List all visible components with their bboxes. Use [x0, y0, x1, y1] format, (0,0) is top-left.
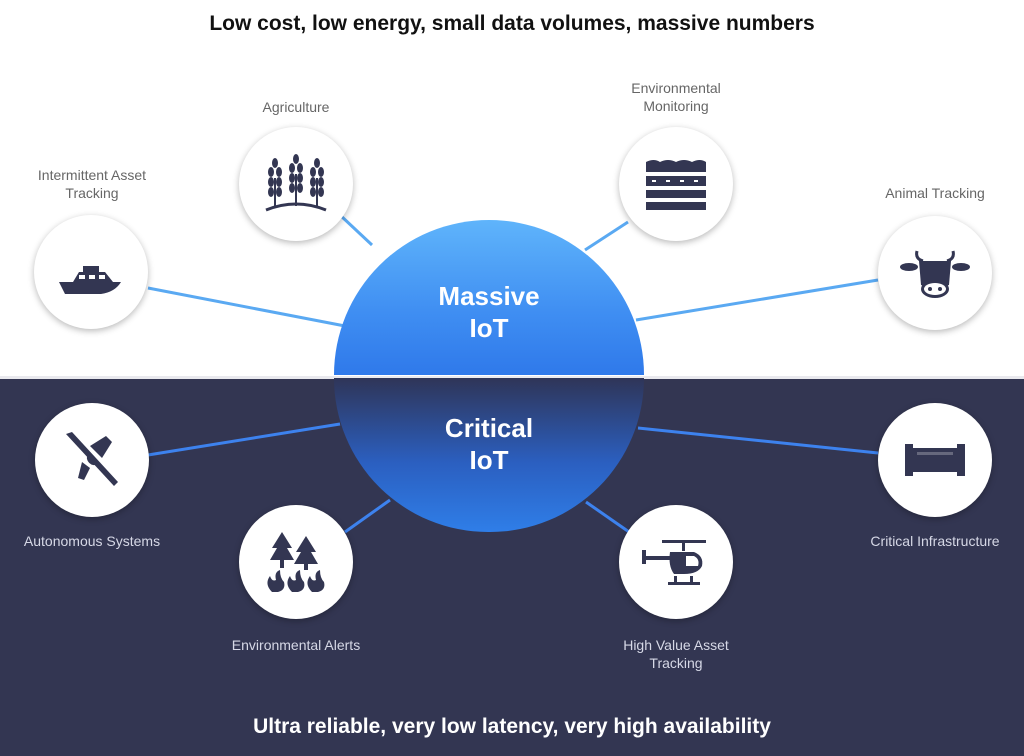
node-agriculture	[239, 127, 353, 241]
node-label-agriculture: Agriculture	[262, 99, 330, 115]
connector-agriculture	[338, 213, 374, 247]
connector-environmental	[584, 220, 629, 252]
wheat-icon	[265, 154, 327, 212]
pipe-icon	[905, 444, 965, 476]
connector-animal	[635, 278, 879, 322]
node-animal-tracking	[878, 216, 992, 330]
boat-icon	[59, 266, 121, 294]
node-label-animal-tracking: Animal Tracking	[885, 185, 985, 201]
massive-iot-tagline: Low cost, low energy, small data volumes…	[209, 12, 815, 35]
node-environmental-monitoring	[619, 127, 733, 241]
soil-layers-icon	[646, 160, 706, 210]
cow-icon	[900, 250, 970, 298]
node-label-autonomous-systems: Autonomous Systems	[23, 533, 161, 549]
node-critical-infrastructure	[878, 403, 992, 517]
node-high-value-asset-tracking	[619, 505, 733, 619]
connector-infrastructure	[637, 426, 879, 455]
section-divider	[0, 376, 1024, 379]
connector-helicopter	[585, 500, 633, 536]
drone-icon	[66, 432, 118, 486]
connector-boat	[147, 286, 346, 328]
node-autonomous-systems	[35, 403, 149, 517]
connector-drone	[147, 422, 341, 457]
forest-fire-icon	[267, 532, 325, 592]
critical-iot-label: Critical IoT	[444, 413, 534, 475]
massive-iot-label: Massive IoT	[438, 281, 540, 343]
node-environmental-alerts	[239, 505, 353, 619]
node-label-critical-infrastructure: Critical Infrastructure	[870, 533, 1000, 549]
critical-iot-tagline: Ultra reliable, very low latency, very h…	[253, 715, 771, 738]
node-label-environmental-alerts: Environmental Alerts	[231, 637, 361, 653]
node-intermittent-asset-tracking	[34, 215, 148, 329]
helicopter-icon	[642, 540, 706, 585]
connector-alerts	[344, 498, 391, 534]
